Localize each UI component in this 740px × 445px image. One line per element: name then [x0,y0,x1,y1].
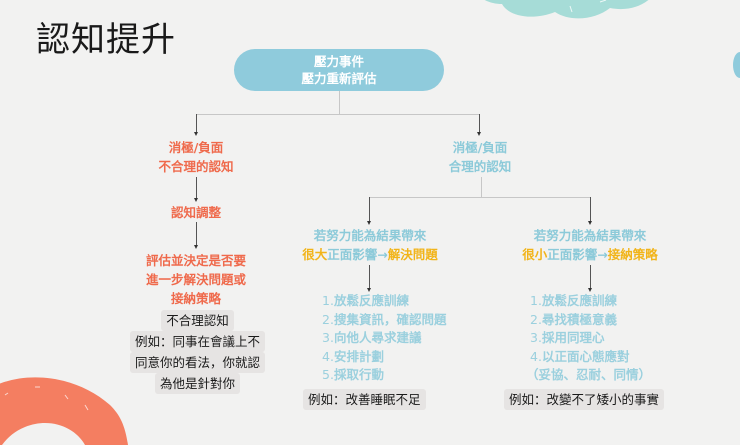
arrow-to-left-branch [194,114,198,136]
root-line1: 壓力事件 [313,54,364,69]
arrow-to-cognitive-adjustment [194,177,198,202]
sub-b-example: 例如：改變不了矮小的事實 [504,389,665,410]
left-branch-heading: 消極/負面 不合理的認知 [136,138,256,176]
eval-line3: 接納策略 [170,291,221,306]
connector-right-down [481,177,482,198]
right-branch-heading: 消極/負面 合理的認知 [420,138,540,176]
list-item: （妥協、忍耐、同情） [526,367,652,382]
page-title: 認知提升 [36,20,176,60]
sub-a-action-list: 1.放鬆反應訓練 2.搜集資訊，確認問題 3.向他人尋求建議 4.安排計劃 5.… [322,292,446,385]
list-item: 4.安排計劃 [322,348,384,364]
orange-arc-decoration [0,377,128,445]
sub-b-mid: 正面影響→ [547,247,608,262]
left-example-box: 不合理認知 例如：同事在會議上不 同意你的看法，你就認 為他是針對你 [120,310,275,394]
connector-level2-horizontal [369,197,590,198]
arrow-to-evaluation [194,222,198,249]
sub-b-heading: 若努力能為結果帶來 很小正面影響→接納策略 [510,226,670,264]
sub-a-example: 例如：改善睡眠不足 [303,389,426,410]
sub-a-line1: 若努力能為結果帶來 [313,228,427,243]
sub-a-heading: 若努力能為結果帶來 很大正面影響→解決問題 [290,226,450,264]
evaluation-node: 評估並決定是否要 進一步解決問題或 接納策略 [126,251,266,308]
list-item: 4.以正面心態應對 [530,348,630,364]
list-item: 2.搜集資訊，確認問題 [322,311,447,327]
connector-level1-horizontal [196,114,480,115]
arrow-to-sub-a-list [367,265,371,292]
sub-b-line1: 若努力能為結果帶來 [533,228,647,243]
left-heading-line2: 不合理的認知 [158,159,234,174]
list-item: 5.採取行動 [322,367,384,382]
list-item: 3.向他人尋求建議 [322,330,422,345]
sub-b-strategy: 接納策略 [607,247,658,262]
sub-a-magnitude: 很大 [302,247,328,262]
arrow-to-sub-a [367,197,371,225]
right-heading-line1: 消極/負面 [452,140,508,155]
root-node-stress-event: 壓力事件 壓力重新評估 [234,49,444,91]
list-item: 3.採用同理心 [530,330,605,345]
eval-line1: 評估並決定是否要 [145,253,246,268]
sub-b-magnitude: 很小 [522,247,548,262]
sub-b-action-list: 1.放鬆反應訓練 2.尋找積極意義 3.採用同理心 4.以正面心態應對 （妥協、… [526,292,651,385]
sub-a-line2: 很大正面影響→解決問題 [290,245,450,264]
sub-a-strategy: 解決問題 [387,247,438,262]
teal-cloud-decoration [484,0,649,19]
left-example-line4: 為他是針對你 [154,373,240,394]
right-heading-line2: 合理的認知 [448,159,512,174]
left-heading-line1: 消極/負面 [168,140,224,155]
left-example-line2: 例如：同事在會議上不 [129,331,265,352]
root-line2: 壓力重新評估 [301,71,377,86]
cognitive-adjustment-node: 認知調整 [170,205,221,220]
sub-b-line2: 很小正面影響→接納策略 [510,245,670,264]
blue-dot-decoration [733,52,740,78]
list-item: 2.尋找積極意義 [530,311,617,327]
list-item: 1.放鬆反應訓練 [530,293,617,308]
left-example-line3: 同意你的看法，你就認 [129,352,265,373]
left-example-line1: 不合理認知 [161,310,234,331]
connector-root-down [339,91,340,115]
arrow-to-sub-b [588,197,592,225]
arrow-to-sub-b-list [588,265,592,292]
list-item: 1.放鬆反應訓練 [322,293,409,308]
arrow-to-right-branch [477,114,481,136]
eval-line2: 進一步解決問題或 [145,272,246,287]
sub-a-mid: 正面影響→ [327,247,388,262]
